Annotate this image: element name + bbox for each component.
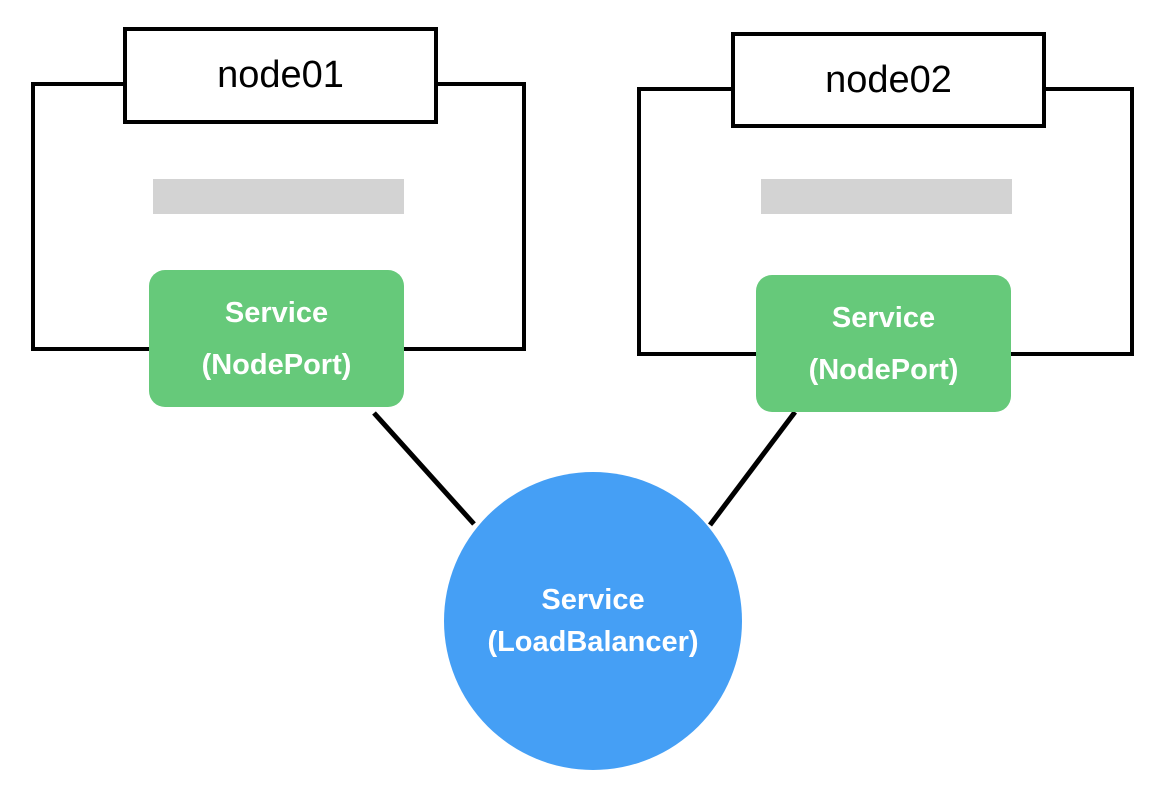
- node01-label-text: node01: [217, 54, 344, 96]
- node02-service-title: Service: [831, 301, 936, 334]
- node01-service-type: (NodePort): [201, 348, 352, 381]
- loadbalancer-service-type: (LoadBalancer): [487, 626, 699, 658]
- node02-label: node02: [731, 32, 1046, 128]
- node02-service-type: (NodePort): [808, 353, 959, 386]
- loadbalancer-service-title: Service: [541, 584, 645, 616]
- node01-label: node01: [123, 27, 438, 124]
- node01-nodeport-service[interactable]: Service (NodePort): [149, 270, 404, 407]
- node02-label-text: node02: [825, 58, 952, 101]
- node01-service-title: Service: [224, 296, 329, 329]
- node01-placeholder-bar: [153, 179, 404, 214]
- loadbalancer-service[interactable]: Service (LoadBalancer): [444, 472, 742, 770]
- connector-node01-to-loadbalancer: [372, 411, 476, 526]
- node02-placeholder-bar: [761, 179, 1012, 214]
- connector-node02-to-loadbalancer: [708, 410, 797, 527]
- node02-nodeport-service[interactable]: Service (NodePort): [756, 275, 1011, 412]
